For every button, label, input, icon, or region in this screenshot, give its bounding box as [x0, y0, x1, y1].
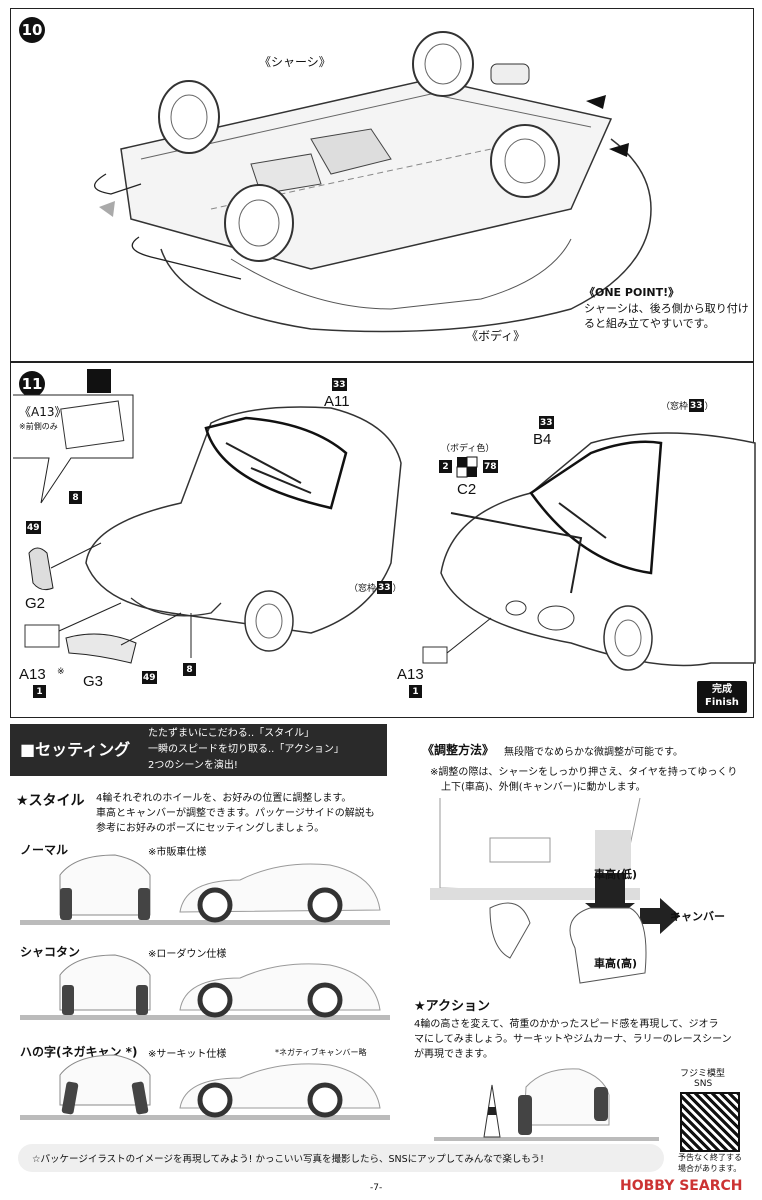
window-frame-open-rear: （窓枠	[661, 402, 689, 412]
setting-tagline-3: 2つのシーンを演出!	[148, 760, 238, 771]
qr-code-icon[interactable]	[680, 1092, 740, 1152]
part-a13-rear: A13	[397, 666, 424, 683]
sns-note-2: 場合があります。	[678, 1164, 742, 1173]
action-text-2: マにしてみましょう。サーキットやジムカーナ、ラリーのレースシーン	[414, 1034, 732, 1045]
sns-title-1: フジミ模型	[680, 1069, 726, 1079]
badge-8-bottom: 8	[183, 663, 196, 676]
watermark: HOBBY SEARCH	[620, 1178, 743, 1194]
part-a13-front: A13	[19, 666, 46, 683]
one-point-text-1: シャーシは、後ろ側から取り付け	[584, 302, 749, 315]
setting-header-title: ■セッティング	[20, 740, 131, 759]
badge-33-b4: 33	[539, 416, 554, 429]
action-title: ★アクション	[414, 999, 491, 1014]
normal-label: ノーマル	[20, 843, 69, 857]
setting-tagline-2: 一瞬のスピードを切り取る..「アクション」	[148, 744, 344, 755]
sns-title-2: SNS	[694, 1079, 713, 1089]
adjust-text-2: 上下(車高)、外側(キャンバー)に動かします。	[441, 782, 646, 793]
color-mix-icon	[456, 456, 478, 478]
adjust-title: 《調整方法》	[422, 743, 495, 757]
style-illustrations	[20, 854, 390, 1120]
finish-en: Finish	[705, 697, 739, 708]
setting-header-bar: ■セッティング たたずまいにこだわる..「スタイル」 一瞬のスピードを切り取る.…	[10, 724, 387, 776]
plate-note: ※前側のみ	[19, 422, 58, 431]
chassis-illustration	[94, 31, 652, 333]
chassis-label: 《シャーシ》	[259, 55, 331, 69]
step11-panel: 11 《A13》 ※前側のみ 33 A11 8 49	[10, 362, 756, 718]
badge-8-top: 8	[69, 491, 82, 504]
badge-49-bottom: 49	[142, 671, 157, 684]
action-text-3: が再現できます。	[414, 1049, 493, 1060]
style-text-3: 参考にお好みのポーズにセッティングしましょう。	[96, 823, 325, 834]
finish-badge: 完成 Finish	[697, 681, 747, 713]
window-frame-label-front: （窓枠 33 ）	[349, 581, 402, 594]
badge-49-left: 49	[26, 521, 41, 534]
badge-33-a11: 33	[332, 378, 347, 391]
one-point-text-2: ると組み立てやすいです。	[584, 317, 715, 330]
badge-33-rear-frame: 33	[689, 399, 704, 412]
window-frame-close: ）	[392, 584, 402, 594]
finish-jp: 完成	[712, 684, 732, 695]
step11-number: 11	[19, 371, 45, 397]
part-g2: G2	[25, 595, 46, 612]
shakotan-note: ※ローダウン仕様	[148, 949, 227, 960]
badge-1-rear: 1	[409, 685, 422, 698]
camber-label: キャンバー	[670, 910, 725, 923]
hanoji-note: ※サーキット仕様	[148, 1049, 227, 1060]
body-color-label: （ボディ色）	[441, 444, 495, 454]
adjust-subtitle: 無段階でなめらかな微調整が可能です。	[504, 747, 683, 758]
one-point-title: 《ONE POINT!》	[584, 286, 680, 299]
plate-label: 《A13》	[19, 405, 67, 419]
part-g3: G3	[83, 673, 104, 690]
step11-illustration	[13, 394, 756, 671]
style-text-2: 車高とキャンバーが調整できます。パッケージサイドの解説も	[96, 808, 375, 819]
action-text-1: 4輪の高さを変えて、荷重のかかったスピード感を再現して、ジオラ	[414, 1019, 719, 1030]
badge-78: 78	[483, 460, 498, 473]
footer-banner-text: ☆パッケージイラストのイメージを再現してみよう! かっこいい写真を撮影したら、S…	[32, 1154, 544, 1165]
normal-note: ※市販車仕様	[148, 847, 207, 858]
badge-2: 2	[439, 460, 452, 473]
window-frame-open: （窓枠	[349, 584, 377, 594]
negacam-note: *ネガティブキャンバー略	[275, 1048, 367, 1057]
badge-1-front: 1	[33, 685, 46, 698]
body-label: 《ボディ》	[466, 329, 526, 343]
badge-33-front-frame: 33	[377, 581, 392, 594]
window-frame-label-rear: （窓枠 33 ）	[661, 399, 714, 412]
part-b4: B4	[533, 431, 552, 448]
style-text-1: 4輪それぞれのホイールを、お好みの位置に調整します。	[96, 793, 352, 804]
adjust-text-1: ※調整の際は、シャーシをしっかり押さえ、タイヤを持ってゆっくり	[430, 767, 738, 778]
sns-note-1: 予告なく終了する	[678, 1153, 742, 1162]
footer-banner: ☆パッケージイラストのイメージを再現してみよう! かっこいい写真を撮影したら、S…	[18, 1144, 664, 1172]
style-title: ★スタイル	[16, 793, 85, 809]
step10-number: 10	[19, 17, 45, 43]
page-number: -7-	[370, 1183, 383, 1193]
step10-panel: 10 《シャーシ》 《ボディ》 《ONE POINT!》 シャーシは、後ろ側から…	[10, 8, 754, 362]
adjust-illustration	[430, 797, 680, 984]
shakotan-label: シャコタン	[20, 945, 81, 959]
height-high-label: 車高(高)	[594, 957, 638, 970]
window-frame-close-rear: ）	[704, 402, 714, 412]
part-a11: A11	[324, 393, 350, 410]
setting-tagline-1: たたずまいにこだわる..「スタイル」	[148, 728, 315, 739]
part-c2: C2	[457, 481, 477, 498]
height-low-label: 車高(低)	[594, 868, 638, 881]
brand-logo-icon	[87, 369, 111, 393]
action-illustration	[434, 1068, 659, 1141]
part-a13-front-mark: ※	[57, 667, 65, 677]
